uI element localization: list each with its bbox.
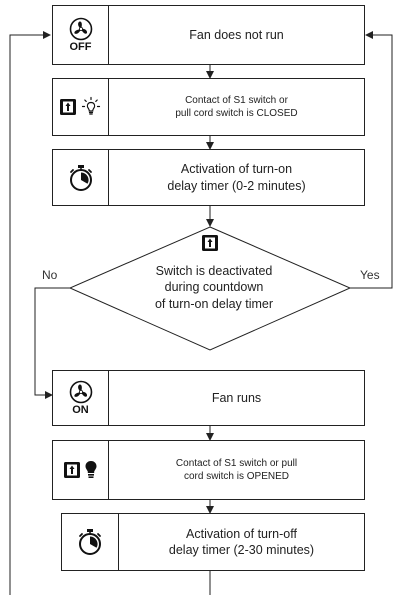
step-contact-closed-icon-cell (53, 79, 109, 135)
loop-return-line (9, 31, 51, 595)
fan-off-label: OFF (69, 41, 92, 53)
step-turn-on-timer: Activation of turn-on delay timer (0-2 m… (52, 149, 365, 206)
step-fan-on-text: Fan runs (211, 390, 262, 405)
yes-branch-line (350, 31, 393, 289)
step-contact-opened: Contact of S1 switch or pull cord switch… (52, 440, 365, 500)
stopwatch-icon (77, 528, 103, 556)
step-turn-on-timer-text: Activation of turn-on delay timer (0-2 m… (167, 162, 306, 193)
step-contact-opened-icon-cell (53, 441, 109, 499)
no-branch-line (34, 287, 70, 399)
lamp-off-icon (84, 460, 98, 480)
step-contact-closed-text: Contact of S1 switch or pull cord switch… (175, 95, 298, 119)
stopwatch-icon (68, 164, 94, 192)
step-turn-off-timer: Activation of turn-off delay timer (2-30… (61, 513, 365, 571)
decision-text: Switch is deactivated during countdown o… (154, 264, 274, 311)
step-fan-on: ON Fan runs (52, 370, 365, 426)
step-turn-off-timer-icon-cell (62, 514, 119, 570)
fan-on-label: ON (72, 404, 89, 416)
decision-diamond (68, 226, 352, 351)
lamp-on-icon (80, 96, 102, 118)
step-fan-on-icon-cell: ON (53, 371, 109, 425)
decision-switch-icon (201, 234, 219, 252)
switch-icon (59, 98, 77, 116)
step-contact-closed: Contact of S1 switch or pull cord switch… (52, 78, 365, 136)
switch-icon (63, 461, 81, 479)
step-turn-on-timer-icon-cell (53, 150, 109, 205)
step-fan-off-text: Fan does not run (189, 27, 284, 42)
fan-icon (69, 380, 93, 404)
step-fan-off: OFF Fan does not run (52, 5, 365, 65)
step-fan-off-icon-cell: OFF (53, 6, 109, 64)
step-turn-off-timer-text: Activation of turn-off delay timer (2-30… (168, 526, 315, 557)
decision-no-label: No (42, 268, 58, 282)
decision-yes-label: Yes (360, 268, 380, 282)
fan-icon (69, 17, 93, 41)
step-contact-opened-text: Contact of S1 switch or pull cord switch… (175, 458, 298, 482)
